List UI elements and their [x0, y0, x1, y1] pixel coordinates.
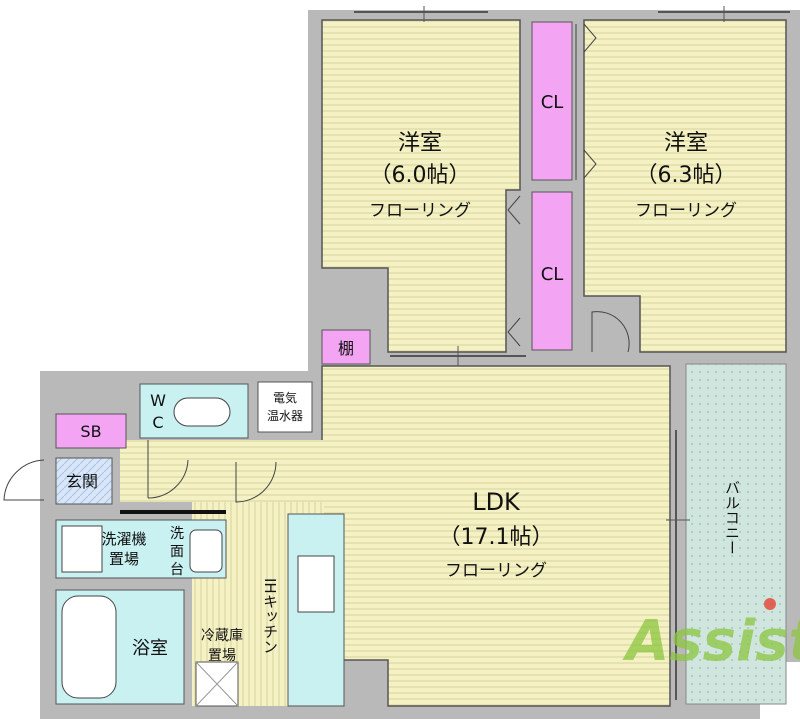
- western-left-size: （6.0帖）: [370, 163, 471, 188]
- hall-door: [235, 461, 277, 503]
- shelf: [321, 329, 371, 365]
- labels: 洋室 （6.0帖） フローリング 洋室 （6.3帖） フローリング CL CL …: [66, 92, 741, 664]
- toilet-door: [147, 440, 189, 499]
- balcony-area: [685, 363, 787, 705]
- kitchen-sink: [297, 555, 335, 613]
- kitchen-label: IHキッチン: [261, 578, 279, 654]
- closet-bottom: [531, 191, 573, 351]
- ldk-floor-label: フローリング: [445, 561, 547, 581]
- ldk-name: LDK: [472, 488, 521, 516]
- water-heater-label-2: 温水器: [267, 409, 303, 423]
- water-heater-label-1: 電気: [273, 390, 297, 405]
- bathtub-icon: [61, 595, 117, 699]
- hallway: [120, 440, 324, 502]
- washbasin-label-2: 面: [170, 544, 184, 560]
- washer-label-2: 置場: [109, 550, 139, 568]
- entrance-area: [55, 457, 113, 505]
- entrance-door: [3, 459, 45, 501]
- ldk-size: （17.1帖）: [439, 525, 554, 550]
- shelf-label: 棚: [338, 339, 354, 358]
- western-room-left: [321, 6, 526, 366]
- washbasin-label-3: 台: [170, 562, 184, 578]
- closet-top-label: CL: [541, 92, 564, 113]
- washer-space: [61, 525, 103, 573]
- toilet-label-2: C: [152, 413, 163, 432]
- toilet-label-1: W: [150, 391, 166, 410]
- watermark-dot: [764, 598, 776, 610]
- shoe-box-label: SB: [80, 422, 101, 441]
- entrance-label: 玄関: [66, 472, 98, 491]
- closet-bottom-label: CL: [541, 264, 564, 285]
- western-left-floor: フローリング: [369, 201, 471, 221]
- western-room-right: [583, 6, 790, 353]
- watermark-text: Assist: [622, 609, 800, 674]
- fridge-label-2: 置場: [208, 648, 236, 664]
- water-heater: [257, 381, 313, 433]
- fridge-cross: [195, 661, 239, 707]
- western-right-floor: フローリング: [635, 201, 737, 221]
- closet-doors: [507, 23, 597, 347]
- western-right-name: 洋室: [664, 131, 708, 156]
- washer-label-1: 洗濯機: [101, 530, 146, 548]
- fridge-label-1: 冷蔵庫: [201, 627, 243, 644]
- washbasin-sink: [189, 529, 223, 573]
- toilet-icon: [173, 397, 231, 427]
- washbasin-label-1: 洗: [170, 526, 184, 542]
- western-left-name: 洋室: [398, 131, 442, 156]
- bath-label: 浴室: [132, 638, 168, 659]
- assist-watermark: Assist: [622, 598, 800, 674]
- western-right-size: （6.3帖）: [636, 163, 737, 188]
- balcony-label: バルコニー: [723, 480, 741, 555]
- shoe-box: [55, 413, 127, 449]
- closet-top: [531, 21, 573, 181]
